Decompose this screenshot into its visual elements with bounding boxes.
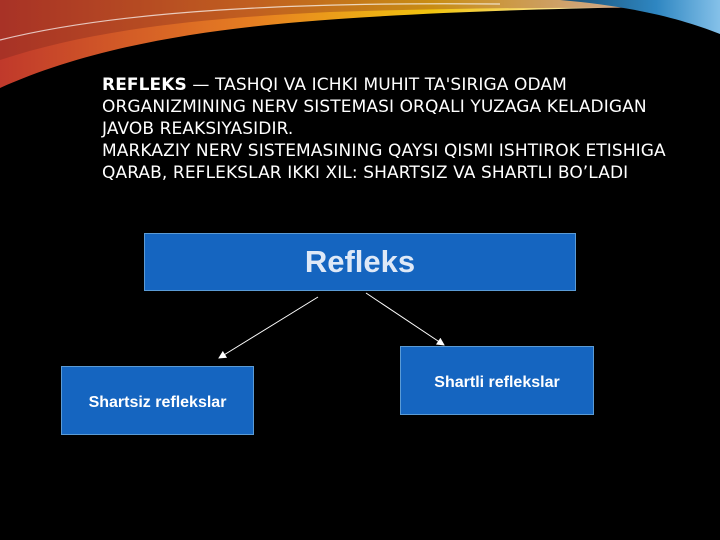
term-refleks: REFLEKS <box>102 75 187 95</box>
refleks-root-box: Refleks <box>144 233 576 291</box>
white-arc <box>0 3 501 41</box>
shartsiz-reflekslar-label: Shartsiz reflekslar <box>88 393 227 411</box>
definition-paragraph: REFLEKS — TASHQI VA ICHKI MUHIT TA'SIRIG… <box>102 74 682 184</box>
arrow-to-shartli <box>365 292 445 346</box>
dark-swoosh <box>0 0 720 60</box>
cool-swoosh <box>560 0 720 34</box>
definition-text: — TASHQI VA ICHKI MUHIT TA'SIRIGA ODAM O… <box>102 75 647 139</box>
refleks-root-label: Refleks <box>304 244 416 279</box>
shartli-reflekslar-box: Shartli reflekslar <box>400 346 594 415</box>
warm-swoosh <box>0 0 720 88</box>
shartsiz-reflekslar-box: Shartsiz reflekslar <box>61 366 254 435</box>
shartli-reflekslar-label: Shartli reflekslar <box>434 374 560 391</box>
arrow-to-shartsiz <box>218 296 319 359</box>
classification-text: MARKAZIY NERV SISTEMASINING QAYSI QISMI … <box>102 141 666 183</box>
